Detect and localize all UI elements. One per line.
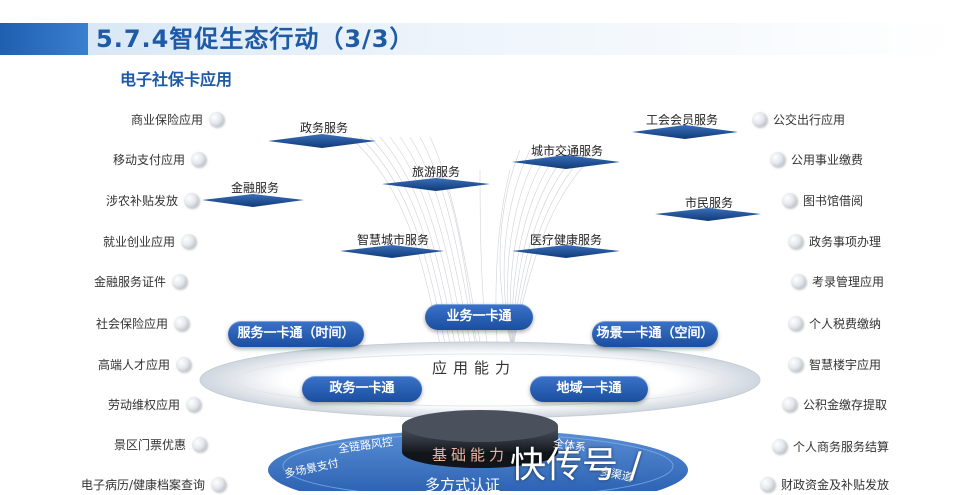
bullet-icon bbox=[760, 476, 775, 492]
bullet-icon bbox=[752, 111, 767, 127]
bullet-icon bbox=[191, 151, 206, 167]
bullet-icon bbox=[788, 356, 803, 372]
service-label-smart-city: 智慧城市服务 bbox=[356, 233, 430, 247]
left-item-5: 金融服务证件 bbox=[60, 272, 187, 290]
section-subtitle: 电子社保卡应用 bbox=[120, 70, 233, 89]
right-item-3: 图书馆借阅 bbox=[782, 191, 863, 209]
right-item-7: 智慧楼宇应用 bbox=[788, 355, 881, 373]
bullet-icon bbox=[211, 476, 226, 492]
bullet-icon bbox=[788, 315, 803, 331]
left-item-10: 电子病历/健康档案查询 bbox=[60, 475, 226, 493]
service-label-government: 政务服务 bbox=[299, 121, 349, 135]
pill-business-card: 业务一卡通 bbox=[425, 304, 533, 330]
bullet-icon bbox=[782, 192, 797, 208]
bullet-icon bbox=[772, 438, 787, 454]
bullet-icon bbox=[181, 233, 196, 249]
service-label-healthcare: 医疗健康服务 bbox=[529, 233, 603, 247]
bullet-icon bbox=[770, 151, 785, 167]
page-title: 5.7.4智促生态行动（3/3） bbox=[96, 25, 415, 53]
application-layer-ring bbox=[199, 341, 761, 419]
watermark: 快传号 / bbox=[510, 445, 642, 486]
header-strip bbox=[88, 23, 960, 55]
left-item-9: 景区门票优惠 bbox=[60, 435, 207, 453]
service-label-tourism: 旅游服务 bbox=[411, 165, 461, 179]
pill-region-card: 地域一卡通 bbox=[530, 376, 648, 402]
base-capability-label: 基础能力 bbox=[432, 446, 509, 464]
service-label-transport: 城市交通服务 bbox=[530, 144, 604, 158]
left-item-8: 劳动维权应用 bbox=[60, 395, 201, 413]
right-item-10: 财政资金及补贴发放 bbox=[760, 475, 889, 493]
service-label-union: 工会会员服务 bbox=[645, 113, 719, 127]
right-item-6: 个人税费缴纳 bbox=[788, 314, 881, 332]
right-item-2: 公用事业缴费 bbox=[770, 150, 863, 168]
header-accent-bar bbox=[0, 23, 88, 55]
bullet-icon bbox=[184, 192, 199, 208]
left-item-7: 高端人才应用 bbox=[60, 355, 191, 373]
bullet-icon bbox=[186, 396, 201, 412]
bullet-icon bbox=[192, 436, 207, 452]
right-item-4: 政务事项办理 bbox=[788, 232, 881, 250]
service-label-citizen: 市民服务 bbox=[684, 196, 734, 210]
right-item-8: 公积金缴存提取 bbox=[782, 395, 887, 413]
pill-service-card-time: 服务一卡通（时间） bbox=[228, 321, 364, 347]
pill-government-card: 政务一卡通 bbox=[302, 376, 422, 402]
left-item-4: 就业创业应用 bbox=[60, 232, 196, 250]
bullet-icon bbox=[791, 273, 806, 289]
application-capability-label: 应用能力 bbox=[432, 359, 517, 377]
left-item-6: 社会保险应用 bbox=[60, 314, 189, 332]
bullet-icon bbox=[176, 356, 191, 372]
bullet-icon bbox=[788, 233, 803, 249]
right-item-1: 公交出行应用 bbox=[752, 110, 845, 128]
right-item-9: 个人商务服务结算 bbox=[772, 437, 889, 455]
bullet-icon bbox=[172, 273, 187, 289]
left-item-3: 涉农补贴发放 bbox=[60, 191, 199, 209]
service-label-finance: 金融服务 bbox=[230, 181, 280, 195]
left-item-2: 移动支付应用 bbox=[60, 150, 206, 168]
right-item-5: 考录管理应用 bbox=[791, 272, 884, 290]
bullet-icon bbox=[174, 315, 189, 331]
core-disk-top bbox=[402, 410, 558, 442]
bullet-icon bbox=[209, 111, 224, 127]
bullet-icon bbox=[782, 396, 797, 412]
pill-scene-card-space: 场景一卡通（空间） bbox=[592, 321, 718, 347]
multi-auth-label: 多方式认证 bbox=[425, 476, 501, 494]
service-nodes bbox=[202, 125, 761, 258]
left-item-1: 商业保险应用 bbox=[60, 110, 224, 128]
